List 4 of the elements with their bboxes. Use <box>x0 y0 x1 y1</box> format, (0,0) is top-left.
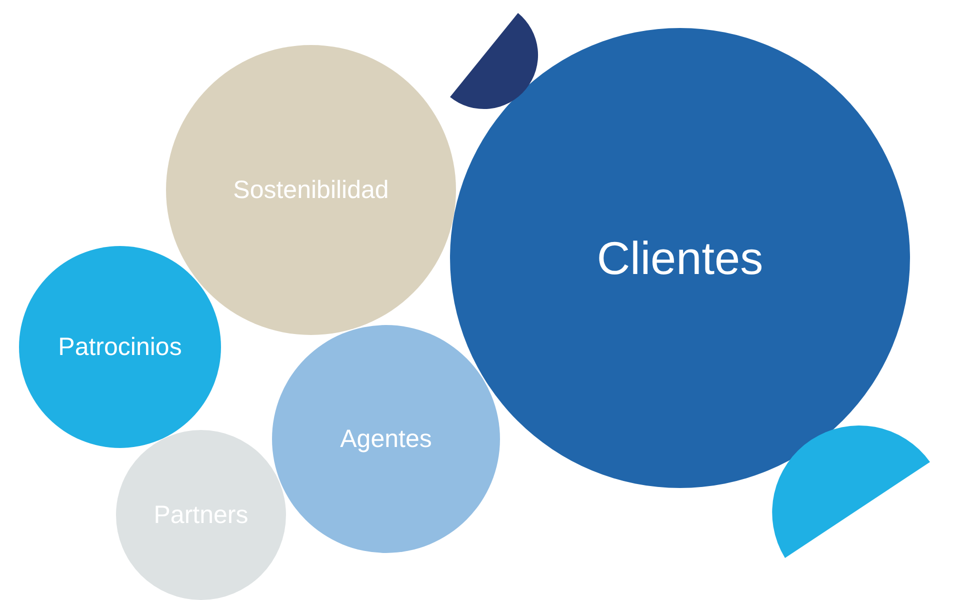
topic-label: Patrocinios <box>58 332 182 362</box>
topic-label: Agentes <box>340 424 432 454</box>
topic-label: Sostenibilidad <box>233 176 389 204</box>
topic-label: Clientes <box>596 231 764 285</box>
